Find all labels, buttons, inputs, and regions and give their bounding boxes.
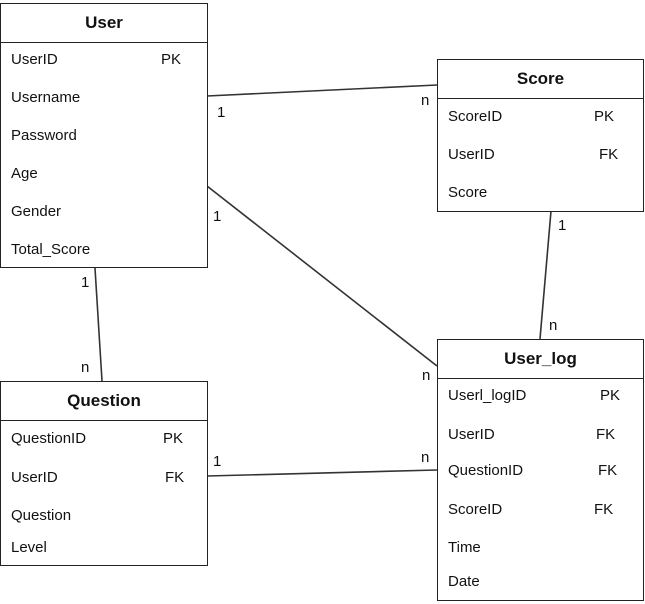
key-pk: PK bbox=[600, 387, 621, 404]
key-fk: FK bbox=[599, 146, 619, 163]
card-score-userlog-to: n bbox=[549, 317, 558, 334]
entity-title: Question bbox=[1, 382, 207, 421]
field-age: Age bbox=[11, 165, 38, 182]
field-userid: UserID bbox=[11, 469, 58, 486]
key-pk: PK bbox=[163, 430, 184, 447]
key-fk: FK bbox=[594, 501, 614, 518]
rel-line-user-score bbox=[206, 84, 438, 97]
field-username: Username bbox=[11, 89, 81, 106]
key-fk: FK bbox=[596, 426, 616, 443]
entity-user-log[interactable]: User_log Userl_logID PK UserID FK Questi… bbox=[437, 339, 644, 601]
field-scoreid: ScoreID bbox=[448, 108, 503, 125]
entity-title: User bbox=[1, 4, 207, 43]
key-fk: FK bbox=[165, 469, 185, 486]
card-user-question-from: 1 bbox=[81, 274, 90, 291]
field-questionid: QuestionID bbox=[448, 462, 524, 479]
entity-question[interactable]: Question QuestionID PK UserID FK Questio… bbox=[0, 381, 208, 566]
field-level: Level bbox=[11, 539, 47, 556]
rel-line-user-question bbox=[94, 267, 103, 382]
card-user-score-to: n bbox=[421, 92, 430, 109]
field-date: Date bbox=[448, 573, 480, 590]
field-scoreid: ScoreID bbox=[448, 501, 503, 518]
card-user-score-from: 1 bbox=[217, 104, 226, 121]
entity-title: User_log bbox=[438, 340, 643, 379]
field-questionid: QuestionID bbox=[11, 430, 87, 447]
entity-title: Score bbox=[438, 60, 643, 99]
rel-line-user-userlog bbox=[206, 185, 438, 367]
key-pk: PK bbox=[594, 108, 615, 125]
rel-line-question-userlog bbox=[206, 469, 438, 477]
card-user-question-to: n bbox=[81, 359, 90, 376]
field-score: Score bbox=[448, 184, 488, 201]
rel-line-score-userlog bbox=[539, 210, 552, 340]
card-score-userlog-from: 1 bbox=[558, 217, 567, 234]
key-pk: PK bbox=[161, 51, 182, 68]
field-userid: UserID bbox=[448, 146, 495, 163]
card-question-userlog-to: n bbox=[421, 449, 430, 466]
field-password: Password bbox=[11, 127, 77, 144]
card-question-userlog-from: 1 bbox=[213, 453, 222, 470]
entity-score[interactable]: Score ScoreID PK UserID FK Score bbox=[437, 59, 644, 212]
entity-user[interactable]: User UserID PK Username Password Age Gen… bbox=[0, 3, 208, 268]
field-time: Time bbox=[448, 539, 481, 556]
field-userl-logid: Userl_logID bbox=[448, 387, 527, 404]
card-user-userlog-from: 1 bbox=[213, 208, 222, 225]
field-question: Question bbox=[11, 507, 72, 524]
field-total-score: Total_Score bbox=[11, 241, 91, 258]
card-user-userlog-to: n bbox=[422, 367, 431, 384]
field-gender: Gender bbox=[11, 203, 62, 220]
field-userid: UserID bbox=[448, 426, 495, 443]
key-fk: FK bbox=[598, 462, 618, 479]
field-userid: UserID bbox=[11, 51, 58, 68]
